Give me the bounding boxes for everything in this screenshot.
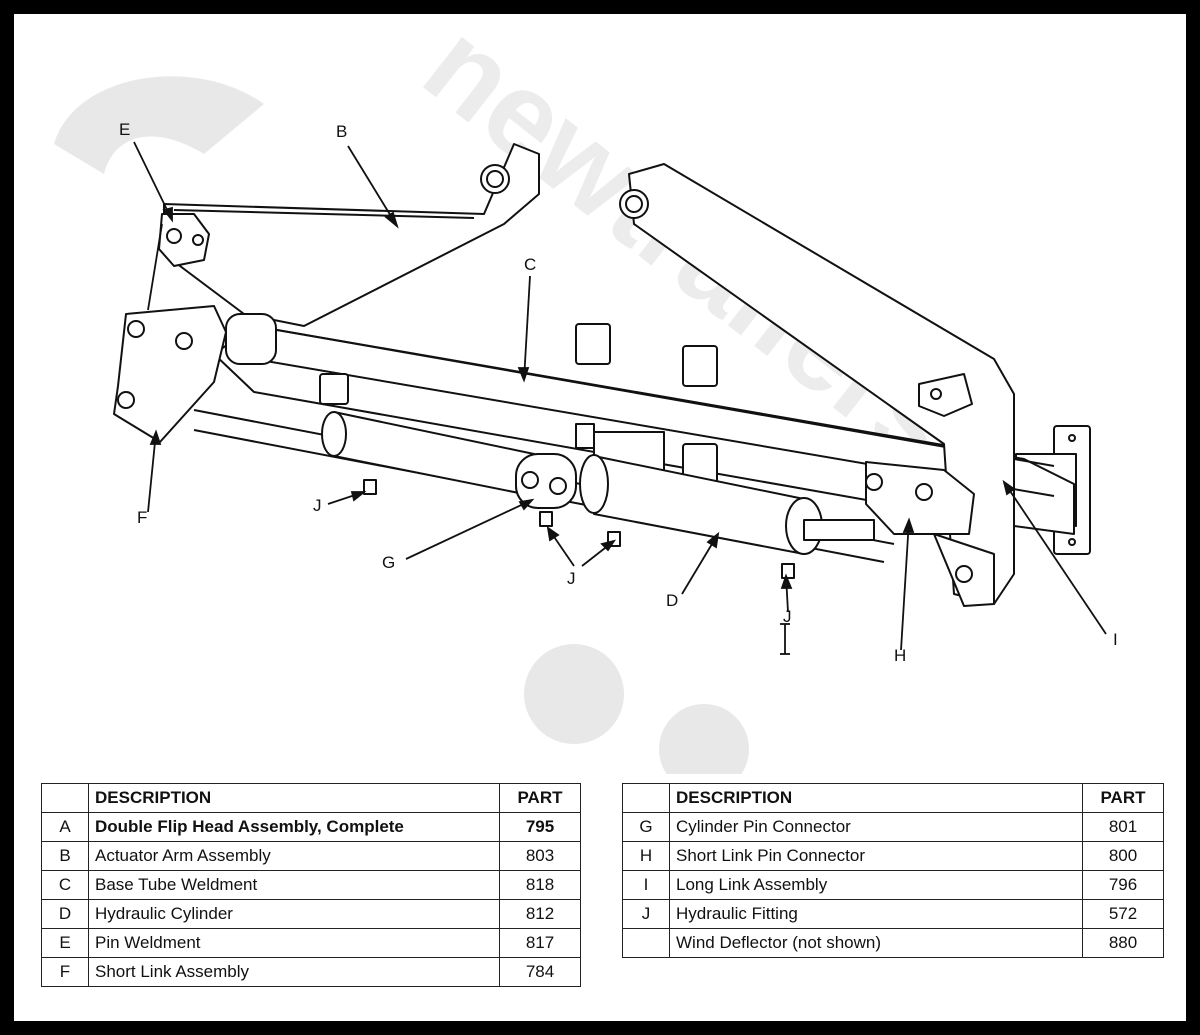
part-header: PART	[499, 783, 581, 813]
key-cell: B	[41, 841, 89, 871]
key-header	[622, 783, 670, 813]
leader-g	[405, 498, 535, 560]
table-header-row: DESCRIPTION PART	[41, 783, 581, 813]
key-cell	[622, 928, 670, 958]
callout-c: C	[524, 255, 537, 274]
description-cell: Long Link Assembly	[669, 870, 1083, 900]
table-row: G Cylinder Pin Connector 801	[622, 812, 1164, 842]
pin-weldment	[158, 213, 210, 267]
table-row: F Short Link Assembly 784	[41, 957, 581, 987]
description-header: DESCRIPTION	[88, 783, 500, 813]
callout-d: D	[666, 591, 679, 610]
key-cell: H	[622, 841, 670, 871]
table-row: C Base Tube Weldment 818	[41, 870, 581, 900]
key-cell: G	[622, 812, 670, 842]
part-cell: 795	[499, 812, 581, 842]
table-header-row: DESCRIPTION PART	[622, 783, 1164, 813]
part-cell: 572	[1082, 899, 1164, 929]
parts-table-right: DESCRIPTION PART G Cylinder Pin Connecto…	[622, 783, 1164, 958]
key-header	[41, 783, 89, 813]
callout-h: H	[894, 646, 907, 665]
part-cell: 818	[499, 870, 581, 900]
description-cell: Short Link Pin Connector	[669, 841, 1083, 871]
short-link-left	[113, 305, 277, 443]
table-row: Wind Deflector (not shown) 880	[622, 928, 1164, 958]
key-cell: C	[41, 870, 89, 900]
description-header: DESCRIPTION	[669, 783, 1083, 813]
table-row: E Pin Weldment 817	[41, 928, 581, 958]
description-cell: Hydraulic Cylinder	[88, 899, 500, 929]
table-row: J Hydraulic Fitting 572	[622, 899, 1164, 929]
part-cell: 880	[1082, 928, 1164, 958]
part-cell: 800	[1082, 841, 1164, 871]
callout-j-left: J	[313, 496, 322, 515]
key-cell: D	[41, 899, 89, 929]
table-row: B Actuator Arm Assembly 803	[41, 841, 581, 871]
actuator-arm-left	[163, 143, 540, 327]
key-cell: A	[41, 812, 89, 842]
callout-b: B	[336, 122, 348, 141]
leader-f	[147, 429, 162, 513]
description-cell: Hydraulic Fitting	[669, 899, 1083, 929]
hydraulic-cylinder-right	[579, 454, 875, 555]
leader-e	[133, 141, 173, 311]
part-cell: 784	[499, 957, 581, 987]
callout-i: I	[1113, 630, 1118, 649]
parts-table-left: DESCRIPTION PART A Double Flip Head Asse…	[41, 783, 581, 987]
leader-b	[347, 145, 399, 229]
key-cell: J	[622, 899, 670, 929]
callout-j-right: J	[783, 607, 792, 626]
leader-c	[517, 275, 531, 383]
table-row: D Hydraulic Cylinder 812	[41, 899, 581, 929]
table-row: H Short Link Pin Connector 800	[622, 841, 1164, 871]
cylinder-pin-connector	[515, 453, 577, 509]
part-cell: 801	[1082, 812, 1164, 842]
key-cell: I	[622, 870, 670, 900]
leader-h	[900, 517, 915, 651]
long-link-right	[619, 163, 1015, 605]
assembly-drawing: newtrailers	[54, 14, 1107, 774]
description-cell: Wind Deflector (not shown)	[669, 928, 1083, 958]
callout-e: E	[119, 120, 131, 139]
page-frame: newtrailers	[14, 14, 1186, 1021]
part-cell: 796	[1082, 870, 1164, 900]
leader-i	[1002, 479, 1107, 635]
part-header: PART	[1082, 783, 1164, 813]
description-cell: Double Flip Head Assembly, Complete	[88, 812, 500, 842]
part-cell: 803	[499, 841, 581, 871]
description-cell: Short Link Assembly	[88, 957, 500, 987]
description-cell: Actuator Arm Assembly	[88, 841, 500, 871]
short-link-pin-connector	[865, 461, 995, 607]
leader-d	[681, 531, 720, 595]
description-cell: Base Tube Weldment	[88, 870, 500, 900]
key-cell: E	[41, 928, 89, 958]
description-cell: Pin Weldment	[88, 928, 500, 958]
callout-f: F	[137, 508, 148, 527]
leader-j	[327, 491, 793, 655]
part-cell: 817	[499, 928, 581, 958]
table-row: I Long Link Assembly 796	[622, 870, 1164, 900]
callout-j-center: J	[567, 569, 576, 588]
description-cell: Cylinder Pin Connector	[669, 812, 1083, 842]
key-cell: F	[41, 957, 89, 987]
base-tube	[213, 325, 1075, 535]
table-row: A Double Flip Head Assembly, Complete 79…	[41, 812, 581, 842]
part-cell: 812	[499, 899, 581, 929]
callout-g: G	[382, 553, 396, 572]
